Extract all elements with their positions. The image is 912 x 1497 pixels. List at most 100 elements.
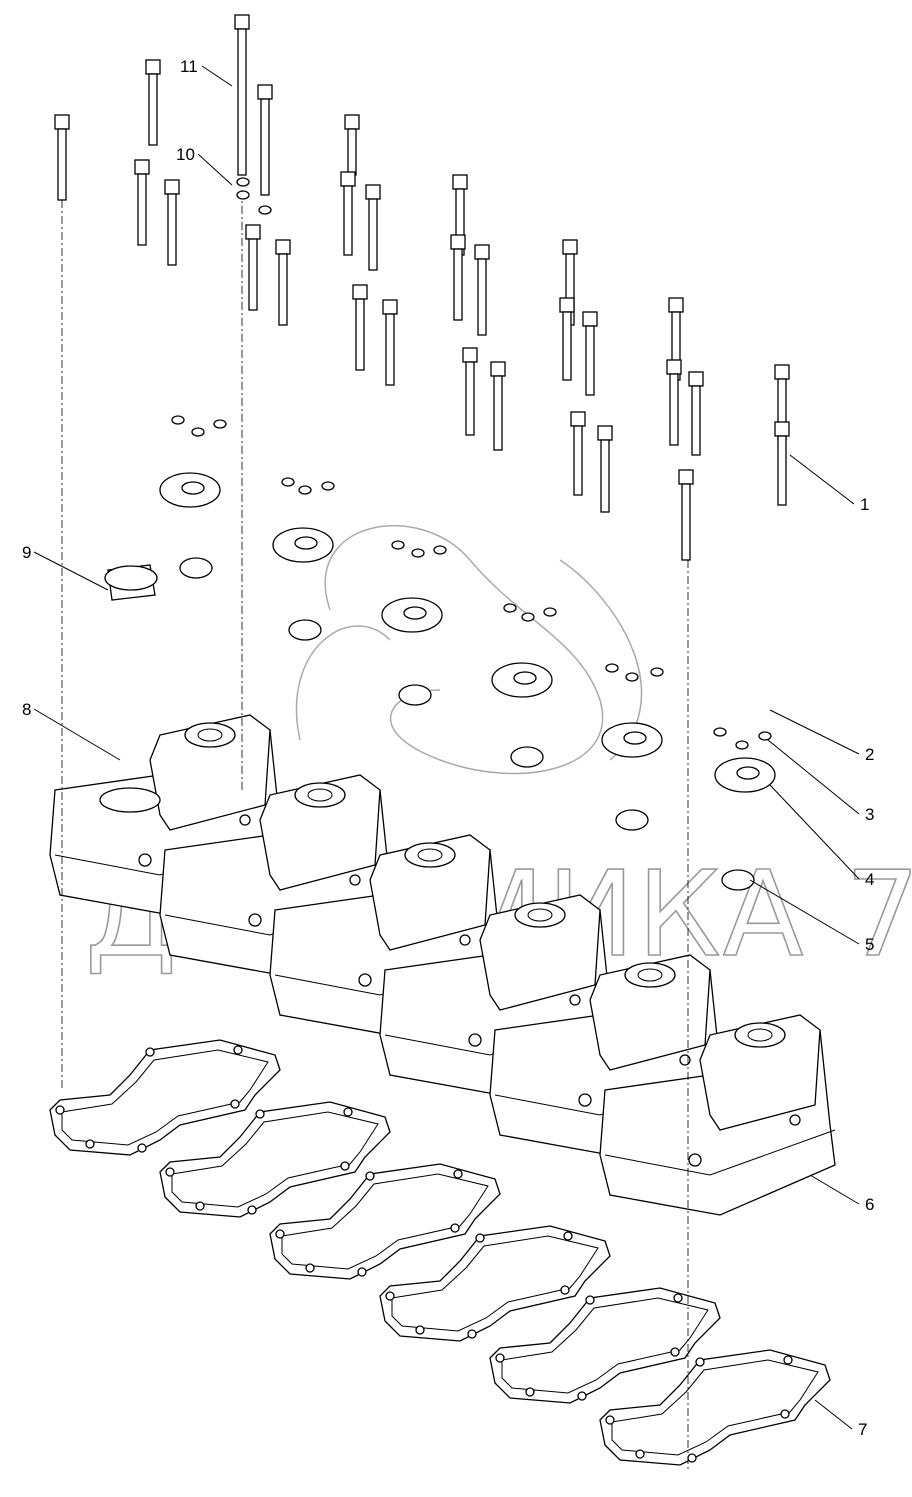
bolt-shank [777,435,787,506]
callout-10: 10 [176,145,233,186]
bolt [597,425,613,513]
cover-top [589,954,711,1071]
gasket-hole [137,1143,147,1153]
bolt [352,284,368,371]
gasket-hole [467,1329,477,1339]
bolt [462,347,478,436]
bolt-head [570,411,586,427]
bolt-head [774,421,790,437]
bolt [164,179,180,266]
gasket-outline [159,1101,391,1218]
bolt-shank [343,185,353,256]
gasket-hole [780,1409,790,1419]
cover-top [479,894,601,1011]
gasket [269,1163,501,1280]
cover-top [149,714,271,831]
gasket-hole [453,1169,463,1179]
bolt [666,359,682,446]
flange-hole [736,766,760,780]
washer [258,205,272,215]
flange-hole [623,731,647,745]
callout-label: 2 [865,745,874,764]
gasket-outline [599,1349,831,1466]
bolt-head [582,311,598,327]
callout-label: 9 [22,543,31,562]
bolt-head [490,361,506,377]
bolt-shank [477,258,487,336]
gasket-hole [577,1391,587,1401]
bolt [559,297,575,381]
gasket-hole [687,1453,697,1463]
bolt-shank [237,28,247,176]
bolt [344,114,360,176]
callout-5: 5 [749,879,874,954]
gasket [379,1225,611,1342]
bolt [257,84,273,196]
cover-port-inner [307,788,333,802]
cover-boss [248,913,262,927]
flange-hole [403,606,427,620]
cover-boss [138,853,152,867]
callout-label: 7 [858,1420,867,1439]
bolt-shank [368,198,378,271]
washer [650,667,664,677]
cover-port [294,782,346,808]
bolt-shank [562,311,572,381]
washer [411,548,425,558]
gasket [49,1039,281,1156]
gasket-hole [233,1045,243,1055]
cover-boss [349,874,361,886]
gasket-hole [165,1167,175,1177]
washer [521,612,535,622]
cover-boss [239,814,251,826]
gasket-hole [415,1325,425,1335]
gasket-hole [695,1357,705,1367]
bolt-head [164,179,180,195]
gasket-hole [635,1449,645,1459]
gasket-hole [247,1205,257,1215]
gasket-inner [501,1297,709,1394]
leader-line [809,1174,860,1205]
cover-boss [679,1054,691,1066]
bolt [450,234,466,321]
gasket-hole [450,1223,460,1233]
bolt-head [344,114,360,130]
bolt [145,59,161,146]
leader-line [33,551,109,591]
bolt [134,159,150,246]
flange-hole [294,536,318,550]
bolt-head [668,297,684,313]
callout-7: 7 [814,1399,867,1439]
bolt-shank [585,325,595,396]
bolt-shank [691,385,701,456]
washer [171,415,185,425]
gasket-hole [85,1139,95,1149]
gasket-inner [391,1235,599,1332]
washer [735,740,749,750]
gasket-hole [673,1293,683,1303]
gasket-outline [379,1225,611,1342]
flange-hole [181,481,205,495]
bolt-shank [347,128,357,176]
callout-1: 1 [789,454,869,514]
washer [625,672,639,682]
cover-port [514,902,566,928]
callout-label: 4 [865,870,874,889]
bolt [234,14,250,176]
gasket-hole [365,1171,375,1181]
cover-port [624,962,676,988]
washer [321,481,335,491]
bolt [340,171,356,256]
bolt-head [257,84,273,100]
gaskets [49,1039,831,1466]
gasket-hole [357,1267,367,1277]
leader-line [769,784,860,880]
gasket-hole [343,1107,353,1117]
callout-6: 6 [809,1174,874,1214]
callout-label: 5 [865,935,874,954]
leader-line [769,709,860,755]
bolt-head [666,359,682,375]
gasket [489,1287,721,1404]
